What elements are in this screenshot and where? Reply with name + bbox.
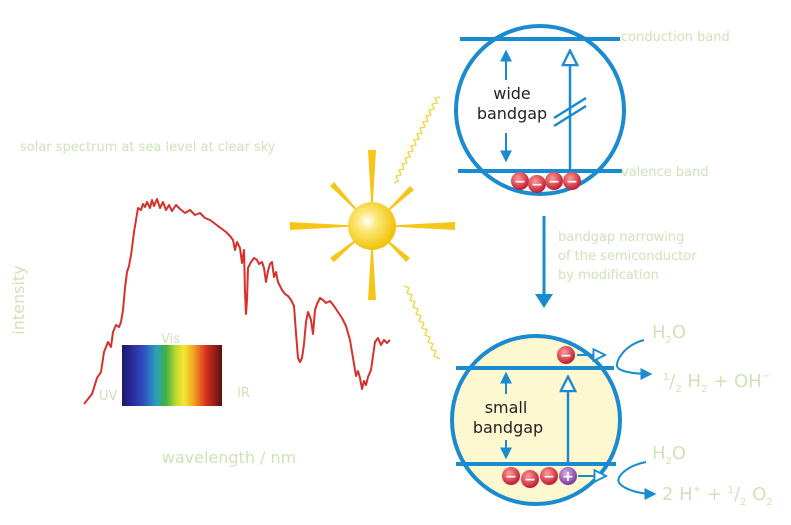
svg-text:−: − (543, 469, 555, 485)
spectrum-title: solar spectrum at sea level at clear sky (20, 140, 276, 155)
electron: − (545, 172, 563, 190)
ir-label: IR (237, 386, 250, 401)
h2-product-label: 1/2 H2 + OH− (663, 371, 770, 395)
valence-band-label: valence band (621, 165, 709, 180)
svg-text:−: − (560, 348, 572, 364)
blocked-mark-2 (553, 104, 587, 128)
x-axis-label: wavelength / nm (162, 448, 297, 467)
reduction-curve-arrow (616, 339, 653, 380)
visible-spectrum-bar (122, 345, 222, 406)
modification-line-2: of the semiconductor (558, 249, 697, 264)
uv-label: UV (99, 389, 118, 404)
light-ray-upper (393, 96, 441, 184)
wide-label: wide (493, 84, 531, 103)
hole: + (559, 467, 577, 485)
electron: − (563, 172, 581, 190)
light-ray-lower (403, 285, 441, 360)
svg-text:−: − (524, 472, 536, 488)
conduction-band-label: conduction band (621, 30, 730, 45)
sun-icon (290, 150, 455, 300)
electron: − (528, 175, 546, 193)
blocked-mark-1 (553, 96, 587, 120)
svg-text:−: − (548, 174, 560, 190)
electron: − (502, 467, 520, 485)
modification-arrowhead (535, 294, 553, 308)
h2o-top-label: H2O (652, 322, 686, 346)
modification-line-3: by modification (558, 268, 659, 283)
electron: − (511, 172, 529, 190)
small-bandgap-diagram: small bandgap − − − − + (450, 334, 622, 506)
bandgap-label: bandgap (477, 104, 547, 123)
oxidation-curve-arrow (617, 461, 657, 500)
small-label: small (485, 398, 528, 417)
svg-text:−: − (514, 174, 526, 190)
o2-product-label: 2 H+ + 1/2 O2 (662, 484, 773, 508)
modification-line-1: bandgap narrowing (558, 230, 684, 245)
bandgap-label: bandgap (473, 418, 543, 437)
wide-bandgap-diagram: wide bandgap − − − − (454, 24, 626, 196)
y-axis-label: intensity (9, 265, 28, 334)
svg-text:+: + (562, 469, 574, 485)
svg-text:−: − (505, 469, 517, 485)
excited-electron: − (557, 346, 575, 364)
solar-spectrum-curve (83, 198, 391, 405)
svg-text:−: − (531, 177, 543, 193)
electron: − (521, 470, 539, 488)
electron: − (540, 467, 558, 485)
svg-text:−: − (566, 174, 578, 190)
h2o-bottom-label: H2O (652, 443, 686, 467)
vis-label: Vis (161, 332, 180, 347)
